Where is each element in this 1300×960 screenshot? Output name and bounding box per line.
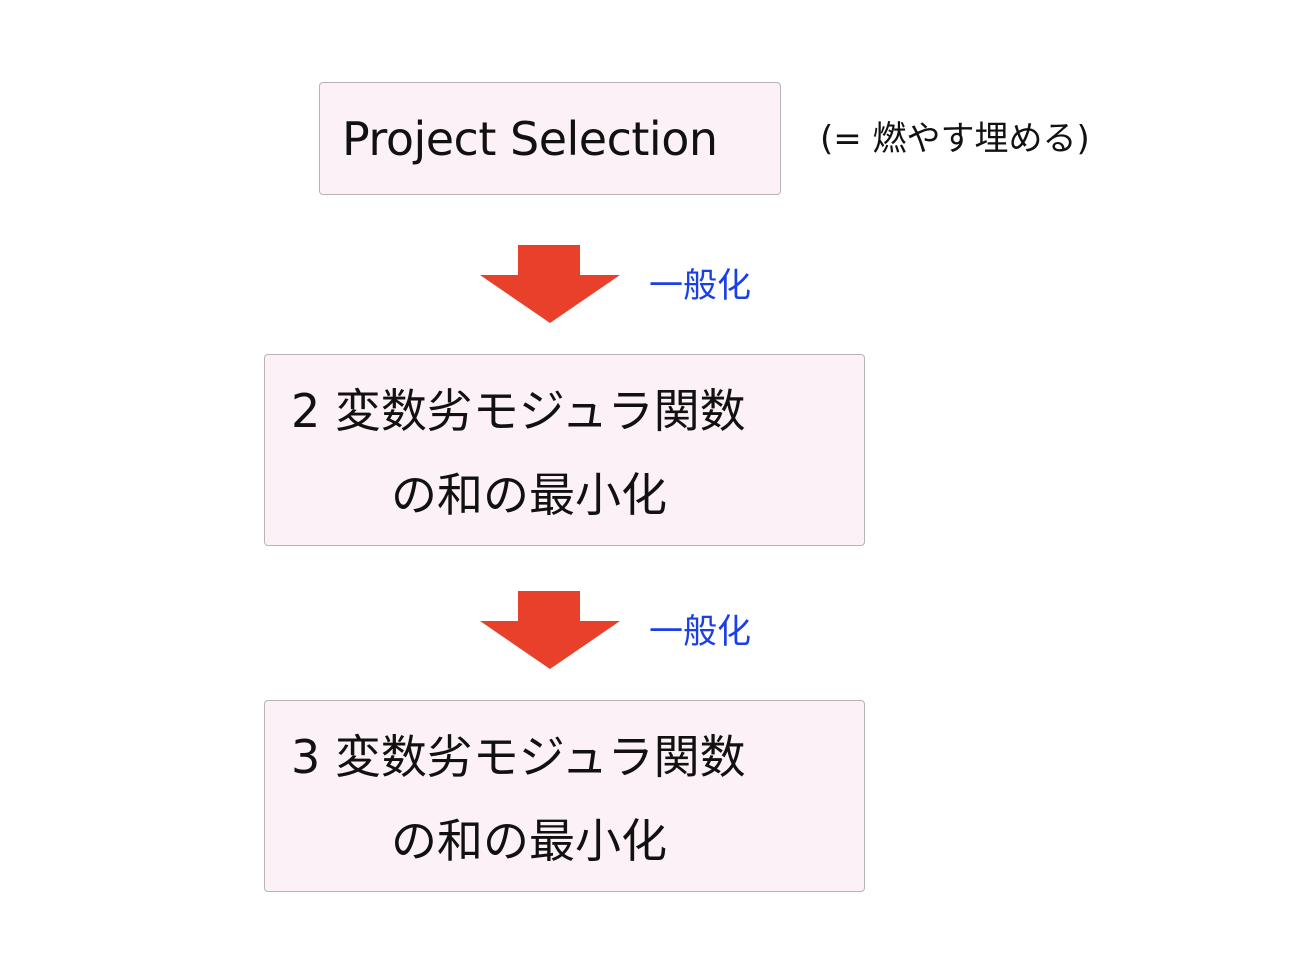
box-title-line-2: の和の最小化	[391, 468, 667, 522]
generalization-label: 一般化	[649, 612, 751, 652]
down-arrow-icon	[480, 591, 620, 669]
arrow-shape	[480, 591, 620, 669]
project-selection-box: Project Selection	[319, 82, 781, 195]
project-selection-note: (= 燃やす埋める)	[820, 119, 1090, 159]
down-arrow-icon	[480, 245, 620, 323]
generalization-label: 一般化	[649, 266, 751, 306]
project-selection-label: Project Selection	[342, 112, 718, 166]
two-variable-submodular-box: 2 変数劣モジュラ関数 の和の最小化	[264, 354, 865, 546]
box-title-line-1: 3 変数劣モジュラ関数	[291, 730, 746, 784]
arrow-shape	[480, 245, 620, 323]
three-variable-submodular-box: 3 変数劣モジュラ関数 の和の最小化	[264, 700, 865, 892]
box-title-line-1: 2 変数劣モジュラ関数	[291, 384, 746, 438]
box-title-line-2: の和の最小化	[391, 814, 667, 868]
